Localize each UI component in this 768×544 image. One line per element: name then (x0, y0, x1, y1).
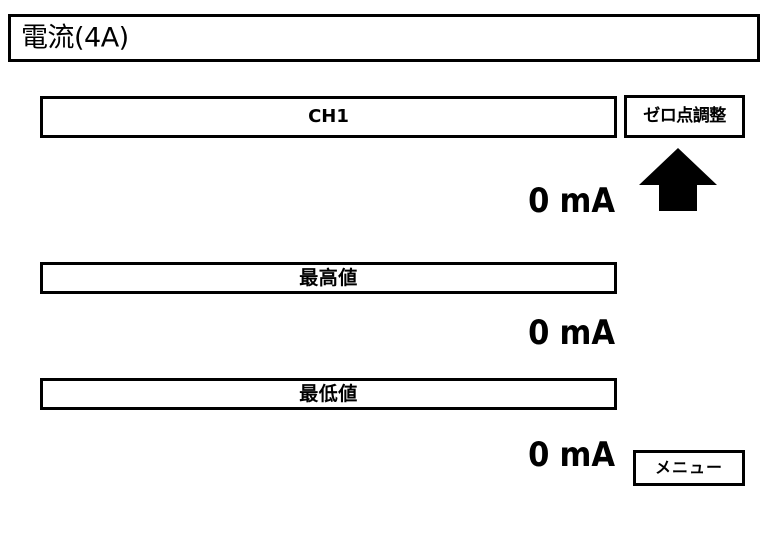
min-label: 最低値 (299, 382, 358, 405)
zero-adjust-button[interactable]: ゼロ点調整 (624, 95, 745, 138)
min-label-bar[interactable]: 最低値 (40, 378, 617, 410)
max-reading-unit: mA (559, 313, 615, 353)
max-label-bar[interactable]: 最高値 (40, 262, 617, 294)
min-reading-unit: mA (559, 435, 615, 475)
channel-label: CH1 (308, 106, 349, 127)
menu-button[interactable]: メニュー (633, 450, 745, 486)
title-bar: 電流(4A) (8, 14, 760, 62)
zero-adjust-button-label: ゼロ点調整 (643, 106, 726, 126)
max-reading-value: 0 (528, 313, 550, 353)
min-reading-value: 0 (528, 435, 550, 475)
channel-reading-value: 0 (528, 181, 550, 221)
page-title: 電流(4A) (21, 22, 129, 54)
max-label: 最高値 (299, 266, 358, 289)
menu-button-label: メニュー (654, 458, 723, 477)
arrow-up-icon (639, 148, 717, 211)
channel-reading-unit: mA (559, 181, 615, 221)
channel-label-bar[interactable]: CH1 (40, 96, 617, 138)
